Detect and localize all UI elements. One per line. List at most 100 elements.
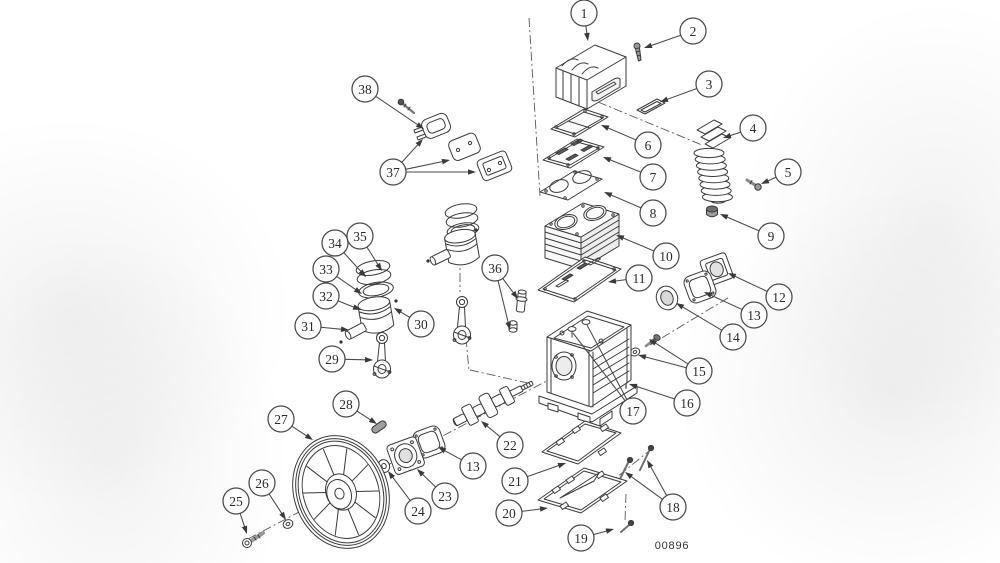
part-screw-19 (620, 519, 635, 533)
svg-text:14: 14 (726, 330, 740, 345)
callout-2: 2 (644, 17, 707, 49)
svg-text:23: 23 (438, 489, 452, 504)
callout-18: 18 (625, 460, 687, 521)
callout-19: 19 (567, 524, 614, 552)
svg-text:12: 12 (772, 290, 786, 305)
callout-30: 30 (394, 308, 435, 338)
svg-text:7: 7 (650, 170, 657, 185)
svg-text:3: 3 (706, 77, 713, 92)
svg-text:21: 21 (508, 474, 522, 489)
svg-text:11: 11 (633, 271, 646, 286)
svg-text:17: 17 (626, 404, 640, 419)
svg-text:8: 8 (650, 206, 657, 221)
svg-text:5: 5 (785, 165, 792, 180)
callout-13: 13 (438, 447, 487, 480)
svg-text:30: 30 (414, 317, 428, 332)
svg-text:15: 15 (692, 364, 706, 379)
svg-text:16: 16 (680, 396, 694, 411)
callout-29: 29 (318, 345, 373, 373)
svg-text:27: 27 (274, 412, 288, 427)
svg-text:2: 2 (690, 24, 697, 39)
part-base-plate-gasket (541, 420, 622, 465)
svg-text:31: 31 (301, 319, 315, 334)
svg-text:4: 4 (750, 121, 757, 136)
part-key (371, 420, 387, 434)
part-base-screws (618, 444, 655, 482)
callout-7: 7 (603, 157, 667, 191)
pin-clip-left (339, 340, 343, 344)
callout-37: 37 (379, 139, 476, 186)
callout-23: 23 (417, 469, 459, 510)
part-head-gasket (550, 108, 609, 138)
svg-text:29: 29 (325, 352, 339, 367)
callout-15: 15 (638, 339, 713, 385)
callout-9: 9 (720, 214, 785, 250)
svg-text:35: 35 (353, 229, 367, 244)
svg-text:34: 34 (328, 236, 342, 251)
svg-text:19: 19 (574, 531, 588, 546)
callout-34: 34 (321, 229, 366, 277)
callout-14: 14 (676, 303, 747, 351)
part-wrist-pin-right (429, 249, 451, 266)
callout-20: 20 (495, 499, 548, 527)
part-flywheel (292, 435, 390, 549)
callout-17: 17 (572, 324, 647, 425)
callout-5: 5 (761, 158, 802, 186)
svg-text:33: 33 (319, 262, 333, 277)
part-cooler-screw (745, 178, 762, 191)
callout-11: 11 (608, 264, 653, 292)
svg-text:36: 36 (488, 261, 502, 276)
part-piston-right (444, 228, 480, 266)
svg-text:10: 10 (659, 249, 673, 264)
svg-text:20: 20 (502, 506, 516, 521)
callout-4: 4 (723, 114, 767, 142)
callout-31: 31 (294, 312, 349, 340)
svg-text:13: 13 (466, 459, 480, 474)
svg-text:18: 18 (666, 500, 680, 515)
part-screw-and-washer (629, 334, 661, 357)
part-head-screw (633, 42, 642, 62)
pin-clip-right (426, 259, 430, 263)
callout-33: 33 (312, 255, 362, 294)
svg-text:32: 32 (319, 289, 333, 304)
part-breather (508, 289, 528, 333)
part-valve-plate (542, 138, 605, 169)
svg-text:26: 26 (255, 476, 269, 491)
svg-text:1: 1 (581, 6, 588, 21)
svg-text:37: 37 (386, 165, 400, 180)
callout-25: 25 (222, 487, 250, 534)
callout-36: 36 (481, 254, 518, 330)
svg-text:38: 38 (358, 82, 372, 97)
callouts-layer: 1234567891011121314151617181920212213232… (222, 0, 802, 552)
drawing-number: 00896 (655, 540, 690, 552)
svg-text:9: 9 (768, 229, 775, 244)
part-piston-rings-left (355, 260, 394, 299)
part-cover-gasket-front (412, 425, 446, 459)
svg-text:6: 6 (645, 138, 652, 153)
callout-12: 12 (728, 273, 793, 311)
callout-13: 13 (704, 292, 768, 329)
callout-26: 26 (248, 469, 286, 520)
callout-27: 27 (267, 405, 313, 440)
part-connecting-rod-left (372, 332, 392, 379)
part-cylinder (544, 202, 620, 270)
part-connecting-rod-right (452, 296, 472, 345)
part-flywheel-bolt (242, 531, 265, 548)
callout-6: 6 (601, 125, 662, 159)
callout-22: 22 (481, 421, 524, 459)
svg-text:13: 13 (747, 308, 761, 323)
part-air-filter-set (413, 112, 513, 182)
part-crankshaft (452, 380, 534, 427)
part-flywheel-washer (282, 519, 294, 529)
part-cylinder-head (555, 44, 627, 110)
part-base-gasket (537, 256, 622, 303)
part-aftercooler (693, 119, 733, 204)
callout-24: 24 (388, 471, 432, 525)
callout-1: 1 (570, 0, 598, 41)
callout-3: 3 (660, 70, 723, 102)
part-piston-left (357, 296, 395, 334)
callout-28: 28 (332, 390, 377, 424)
pin-clip-left-2 (394, 299, 398, 303)
